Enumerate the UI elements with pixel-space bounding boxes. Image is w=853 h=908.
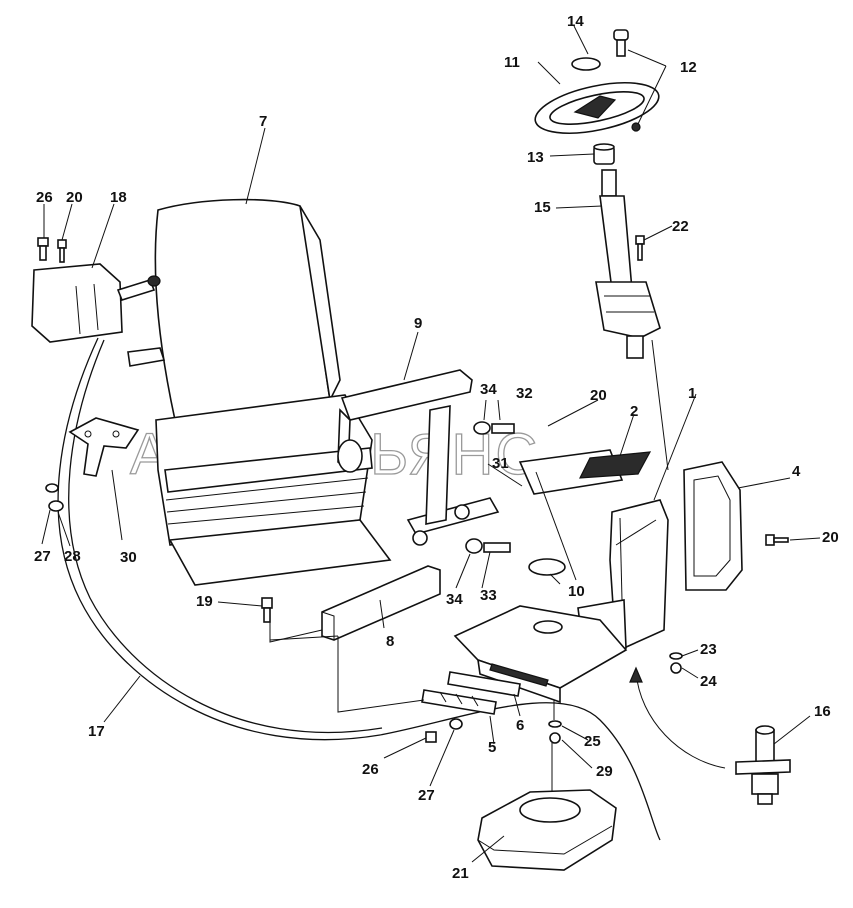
bolt-22 <box>635 235 645 261</box>
floor-base-21 <box>477 789 617 871</box>
control-box-18 <box>31 263 161 343</box>
callout-11: 11 <box>504 54 520 71</box>
callout-22: 22 <box>672 218 689 235</box>
callout-20-right: 20 <box>822 529 839 546</box>
washers-27-28 <box>45 483 64 512</box>
callout-29: 29 <box>596 763 613 780</box>
rail-8 <box>321 565 441 641</box>
callout-27-lower: 27 <box>418 787 435 804</box>
callout-32: 32 <box>516 385 533 402</box>
arrow-16 <box>635 671 726 769</box>
callout-16: 16 <box>814 703 831 720</box>
side-cover-4 <box>683 461 743 591</box>
callout-labels: 7 9 11 12 13 14 15 22 1 2 20 4 20 34 32 … <box>34 13 839 882</box>
callout-5: 5 <box>488 739 496 756</box>
callout-18: 18 <box>110 189 127 206</box>
spinner-knob-12 <box>613 29 641 132</box>
callout-33: 33 <box>480 587 497 604</box>
callout-30: 30 <box>120 549 137 566</box>
callout-19: 19 <box>196 593 213 610</box>
mount-plate-10 <box>453 558 628 704</box>
callout-15: 15 <box>534 199 551 216</box>
callout-13: 13 <box>527 149 544 166</box>
callout-26-lower: 26 <box>362 761 379 778</box>
callout-34-upper: 34 <box>480 381 497 398</box>
callout-17: 17 <box>88 723 105 740</box>
callout-12: 12 <box>680 59 697 76</box>
callout-8: 8 <box>386 633 394 650</box>
callout-2: 2 <box>630 403 638 420</box>
steering-column-15 <box>595 169 661 359</box>
callout-23: 23 <box>700 641 717 658</box>
callout-28: 28 <box>64 548 81 565</box>
callout-6: 6 <box>516 717 524 734</box>
callout-1: 1 <box>688 385 696 402</box>
bolt-19 <box>261 597 273 623</box>
bracket-30 <box>68 417 140 477</box>
hub-13 <box>593 143 615 165</box>
callout-20-mid: 20 <box>590 387 607 404</box>
callout-25: 25 <box>584 733 601 750</box>
callout-31: 31 <box>492 455 509 472</box>
callout-10: 10 <box>568 583 585 600</box>
pivot-post-16 <box>735 725 791 805</box>
callout-24: 24 <box>700 673 717 690</box>
bolt-33 <box>465 538 511 554</box>
callout-26-upper: 26 <box>36 189 53 206</box>
screw-20-upper <box>57 239 67 263</box>
armrest-9 <box>337 369 473 473</box>
callout-4: 4 <box>792 463 801 480</box>
callout-21: 21 <box>452 865 469 882</box>
plate-2 <box>518 449 652 495</box>
screw-26-lower <box>425 718 463 743</box>
callout-7: 7 <box>259 113 267 130</box>
operator-seat-7 <box>127 198 392 586</box>
steering-wheel-11 <box>534 57 660 134</box>
arrow-16-head <box>629 666 643 683</box>
screw-20-right <box>765 534 789 546</box>
callout-9: 9 <box>414 315 422 332</box>
callout-27-upper: 27 <box>34 548 51 565</box>
callout-34-lower: 34 <box>446 591 463 608</box>
slide-rail-6 <box>447 671 521 697</box>
washers-25-29 <box>548 720 562 744</box>
leader-lines <box>41 25 821 863</box>
callout-20-upper: 20 <box>66 189 83 206</box>
washers-23-24 <box>669 652 683 674</box>
slide-rail-5 <box>421 689 497 715</box>
bolt-26-upper <box>37 237 49 261</box>
callout-14: 14 <box>567 13 584 30</box>
bolt-32 <box>473 421 515 435</box>
armrest-bracket-31 <box>406 405 500 546</box>
